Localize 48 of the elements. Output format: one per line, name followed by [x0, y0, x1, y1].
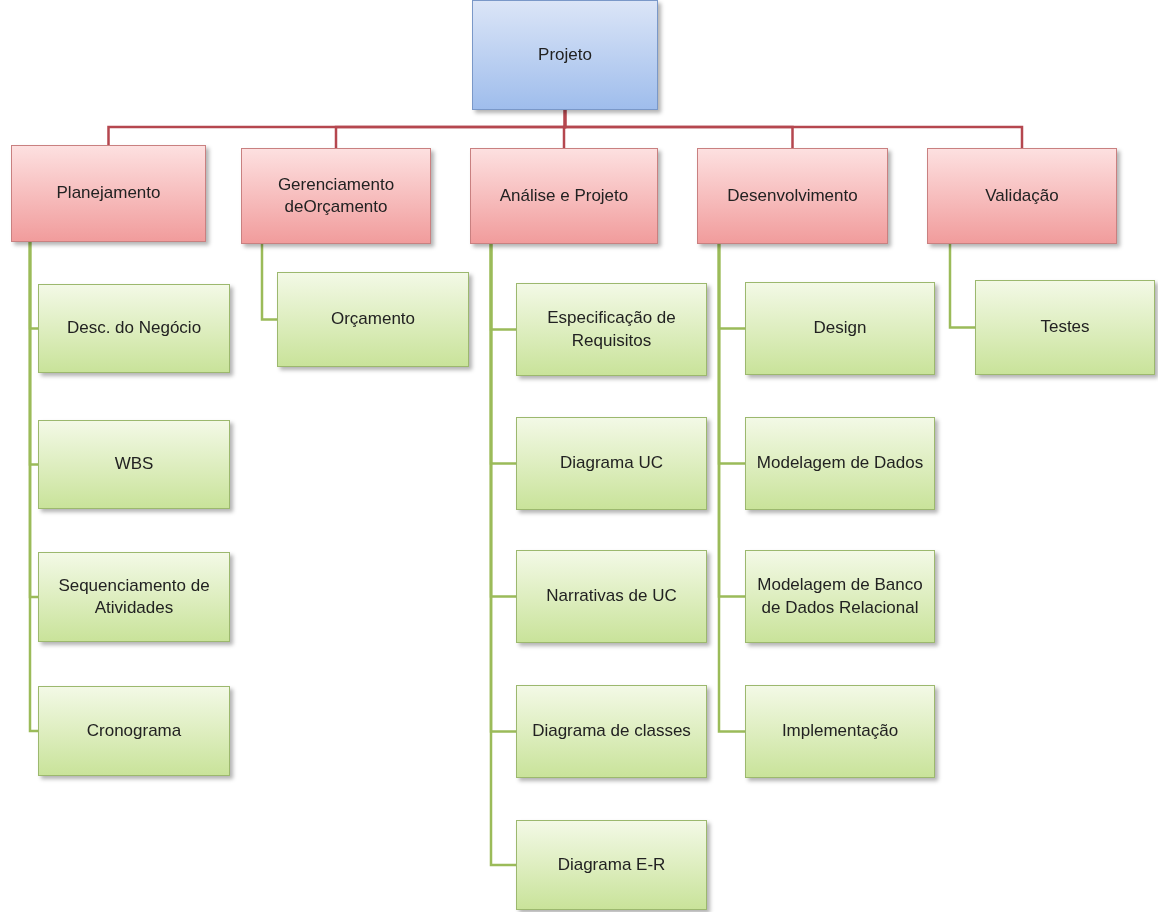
connector-line	[489, 244, 516, 867]
node-label: Modelagem de Banco de Dados Relacional	[756, 574, 924, 619]
connector-line	[948, 244, 975, 329]
phase-box	[697, 148, 888, 244]
connector-line	[260, 244, 277, 321]
node-label: Orçamento	[330, 308, 416, 331]
task-box	[38, 552, 230, 642]
task-box	[516, 820, 707, 910]
task-box	[516, 283, 707, 376]
task-box	[277, 272, 469, 367]
node-label: Design	[813, 317, 867, 340]
task-box	[745, 282, 935, 375]
task-box	[745, 550, 935, 643]
task-box	[516, 417, 707, 510]
node-label: Diagrama UC	[560, 452, 663, 475]
connector-line	[28, 242, 38, 733]
node-label: Análise e Projeto	[499, 184, 629, 207]
node-label: Diagrama de classes	[532, 720, 691, 743]
node-label: Narrativas de UC	[546, 585, 677, 608]
node-label: Sequenciamento de Atividades	[57, 574, 211, 619]
node-label: Validação	[985, 184, 1059, 207]
task-box	[38, 420, 230, 509]
node-label: WBS	[114, 453, 154, 476]
task-box	[38, 284, 230, 373]
connector-line	[717, 244, 745, 733]
phase-box	[470, 148, 658, 244]
task-box	[745, 417, 935, 510]
phase-box	[927, 148, 1117, 244]
phase-box	[241, 148, 431, 244]
task-box	[745, 685, 935, 778]
connector-line	[563, 110, 1024, 148]
node-label: Modelagem de Dados	[756, 452, 924, 475]
node-label: Especificação de Requisitos	[546, 307, 677, 352]
node-label: Desenvolvimento	[727, 184, 858, 207]
phase-box	[11, 145, 206, 242]
node-label: Gerenciamento deOrçamento	[276, 173, 396, 218]
node-label: Implementação	[781, 720, 899, 743]
node-label: Cronograma	[86, 719, 182, 742]
root-box	[472, 0, 658, 110]
task-box	[516, 685, 707, 778]
task-box	[975, 280, 1155, 375]
task-box	[38, 686, 230, 776]
node-label: Diagrama E-R	[557, 853, 666, 876]
node-label: Projeto	[538, 43, 592, 66]
node-label: Testes	[1040, 316, 1090, 339]
node-label: Planejamento	[56, 182, 161, 205]
node-label: Desc. do Negócio	[66, 317, 202, 340]
task-box	[516, 550, 707, 643]
